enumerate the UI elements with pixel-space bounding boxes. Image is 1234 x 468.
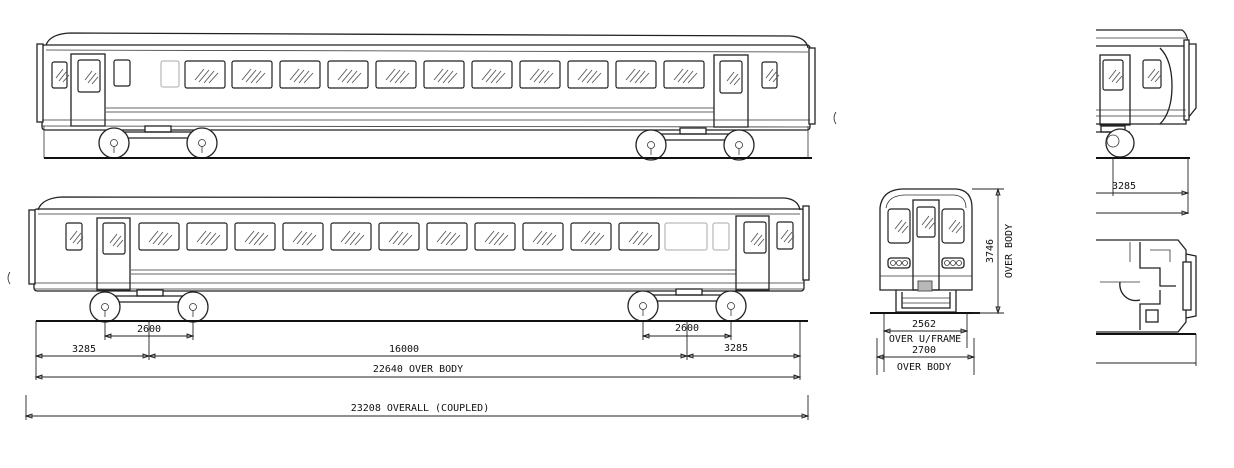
side-elevation-top	[36, 32, 816, 161]
dim-partial-end: 3285	[1112, 181, 1136, 192]
dim-end-left: 3285	[72, 344, 96, 355]
length-dimensions: 2600 2600 3285 16000 3285 22640 OVER BOD…	[24, 321, 810, 420]
dim-height-value: 3746	[985, 239, 996, 263]
dim-bogie-wheelbase-left: 2600	[137, 324, 161, 335]
dim-body-width-label: OVER BODY	[897, 362, 951, 373]
dim-overall-coupled: 23208 OVERALL (COUPLED)	[351, 403, 489, 414]
partial-end-view-plan	[1096, 239, 1197, 366]
top-bogie-left	[98, 125, 218, 159]
top-window-row	[184, 60, 705, 89]
dim-height-label: OVER BODY	[1004, 224, 1015, 278]
dim-bogie-wheelbase-right: 2600	[675, 323, 699, 334]
side-elevation-bottom	[28, 196, 810, 323]
dim-underframe-width-label: OVER U/FRAME	[889, 334, 961, 345]
bottom-bogie-right	[627, 288, 747, 322]
partial-end-view-side: 3285	[1096, 29, 1197, 216]
dim-over-body-length: 22640 OVER BODY	[373, 364, 463, 375]
dim-body-width-value: 2700	[912, 345, 936, 356]
dim-underframe-width-value: 2562	[912, 319, 936, 330]
top-bogie-right	[635, 127, 755, 161]
dim-bogie-centres: 16000	[389, 344, 419, 355]
bottom-bogie-left	[89, 289, 209, 323]
end-elevation: 3746 OVER BODY 2562 OVER U/FRAME 2700 OV…	[870, 187, 1015, 375]
dim-end-right: 3285	[724, 343, 748, 354]
bottom-window-row	[138, 222, 660, 251]
